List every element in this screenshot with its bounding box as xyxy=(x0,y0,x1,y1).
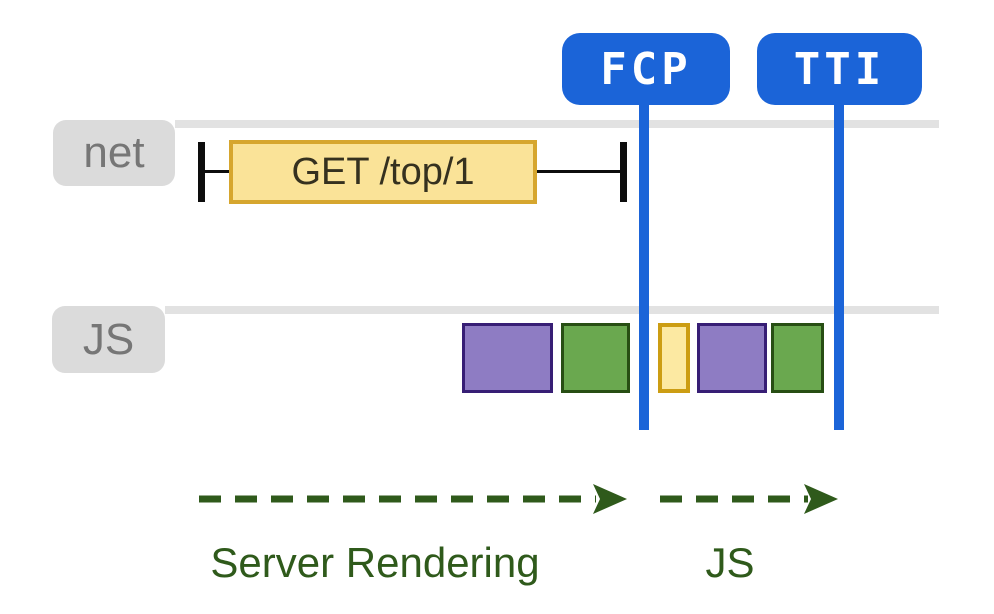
js-lane-label-text: JS xyxy=(82,314,135,364)
tti-badge-text: TTI xyxy=(793,43,886,95)
fcp-badge: FCP xyxy=(562,33,730,105)
network-request-label: GET /top/1 xyxy=(291,150,475,193)
tti-marker-line xyxy=(834,100,844,430)
phase-label-js: JS xyxy=(705,539,755,586)
js-lane-label: JS xyxy=(52,306,165,373)
js-task-block-yellow xyxy=(658,323,690,393)
net-lane-label-text: net xyxy=(83,128,145,177)
fcp-marker-line xyxy=(639,100,649,430)
request-end-tick xyxy=(620,142,627,202)
fcp-badge-text: FCP xyxy=(600,43,692,95)
js-task-block-green xyxy=(771,323,824,393)
js-task-block-green xyxy=(561,323,630,393)
js-lane-line xyxy=(165,306,939,314)
net-lane-label: net xyxy=(53,120,175,186)
request-start-tick xyxy=(198,142,205,202)
request-end-connector xyxy=(537,170,620,173)
request-start-connector xyxy=(205,170,229,173)
phase-label-server-rendering: Server Rendering xyxy=(210,539,540,586)
network-request-bar: GET /top/1 xyxy=(229,140,537,204)
js-task-block-purple xyxy=(697,323,767,393)
net-lane-line xyxy=(175,120,939,128)
js-task-block-purple xyxy=(462,323,553,393)
tti-badge: TTI xyxy=(757,33,922,105)
